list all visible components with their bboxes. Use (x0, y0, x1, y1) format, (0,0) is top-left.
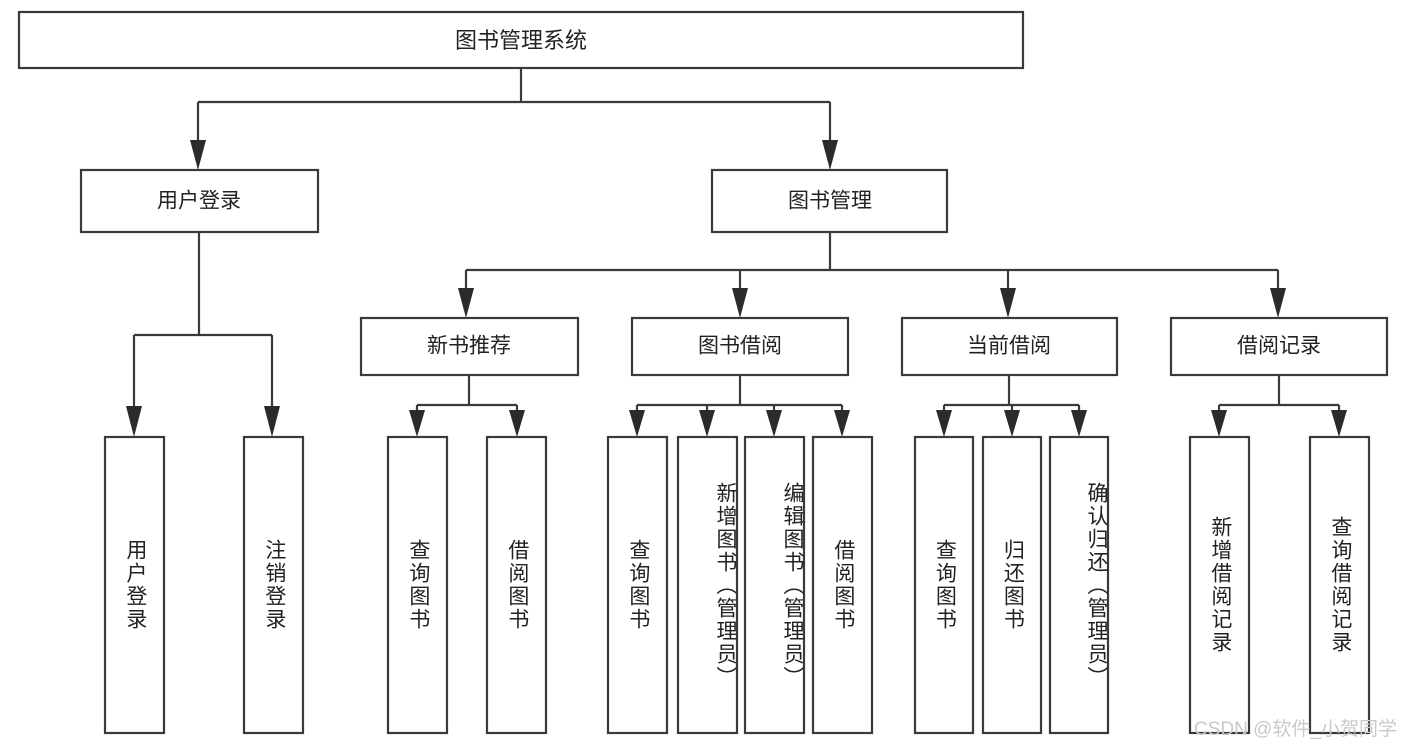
connector-borrowrecord-to-leaves (1211, 375, 1347, 437)
csdn-watermark: CSDN @软件_小贺同学 (1194, 719, 1397, 740)
connector-userlogin-to-leaves (126, 232, 280, 437)
leaf-label-add-book: 新增图书（管理员） (714, 481, 737, 689)
leaf-boxes (103, 435, 1371, 735)
leaf-box-query-book-2[interactable] (606, 435, 669, 735)
leaf-label-add-record: 新增借阅记录 (1208, 516, 1232, 654)
leaf-box-logout[interactable] (242, 435, 305, 735)
leaf-label-query-book-1: 查询图书 (406, 539, 430, 631)
leaf-box-return-book[interactable] (981, 435, 1043, 735)
node-root-label: 图书管理系统 (455, 28, 587, 53)
leaf-label-query-book-2: 查询图书 (626, 539, 650, 631)
leaf-box-add-record[interactable] (1188, 435, 1251, 735)
leaf-label-logout: 注销登录 (262, 539, 286, 631)
node-root[interactable]: 图书管理系统 (17, 10, 1025, 70)
connector-root-to-level2 (190, 68, 838, 170)
leaf-label-query-book-3: 查询图书 (933, 539, 957, 631)
node-current-borrow-label: 当前借阅 (967, 335, 1051, 358)
leaf-box-borrow-book-1[interactable] (485, 435, 548, 735)
connector-bookborrow-to-leaves (629, 375, 850, 437)
connector-currentborrow-to-leaves (936, 375, 1087, 437)
leaf-box-borrow-book-2[interactable] (811, 435, 874, 735)
leaf-label-confirm-return: 确认归还（管理员） (1085, 481, 1108, 689)
connector-newbook-to-leaves (409, 375, 525, 437)
node-current-borrow[interactable]: 当前借阅 (900, 316, 1119, 377)
leaf-label-return-book: 归还图书 (1001, 539, 1025, 631)
leaf-box-add-book[interactable] (676, 435, 739, 735)
leaf-label-edit-book: 编辑图书（管理员） (781, 481, 804, 689)
leaf-box-confirm-return[interactable] (1048, 435, 1110, 735)
leaf-box-edit-book[interactable] (743, 435, 806, 735)
leaf-box-query-book-1[interactable] (386, 435, 449, 735)
leaf-label-borrow-book-1: 借阅图书 (505, 539, 529, 631)
node-book-borrow-label: 图书借阅 (698, 335, 782, 358)
leaf-box-query-record[interactable] (1308, 435, 1371, 735)
node-borrow-record[interactable]: 借阅记录 (1169, 316, 1389, 377)
connector-bookmanage-to-level3 (458, 232, 1286, 318)
node-user-login[interactable]: 用户登录 (79, 168, 320, 234)
node-new-book-recommend-label: 新书推荐 (427, 335, 511, 358)
node-user-login-label: 用户登录 (157, 190, 241, 213)
leaf-box-user-login[interactable] (103, 435, 166, 735)
node-new-book-recommend[interactable]: 新书推荐 (359, 316, 580, 377)
leaf-label-user-login: 用户登录 (123, 539, 147, 631)
leaf-label-query-record: 查询借阅记录 (1328, 516, 1352, 654)
leaf-box-query-book-3[interactable] (913, 435, 975, 735)
node-borrow-record-label: 借阅记录 (1237, 335, 1321, 358)
node-book-borrow[interactable]: 图书借阅 (630, 316, 850, 377)
node-book-manage[interactable]: 图书管理 (710, 168, 949, 234)
leaf-label-borrow-book-2: 借阅图书 (831, 539, 855, 631)
node-book-manage-label: 图书管理 (788, 190, 872, 213)
